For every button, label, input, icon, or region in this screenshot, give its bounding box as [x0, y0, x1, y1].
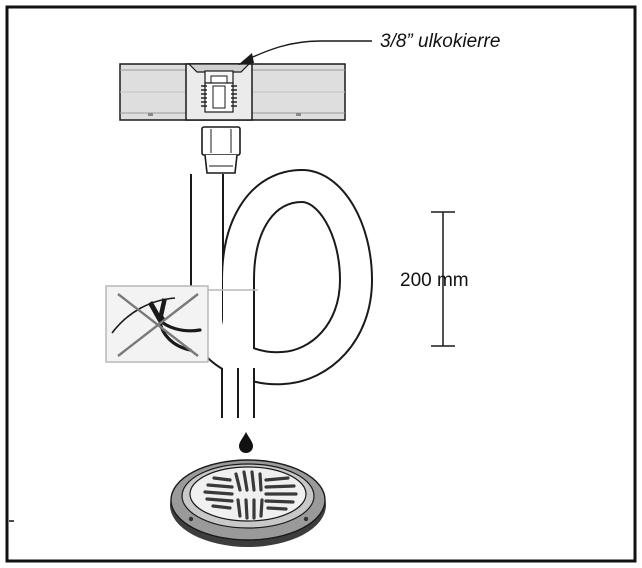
floor-drain-icon	[170, 459, 326, 547]
drain-hose	[190, 169, 373, 418]
water-drop-icon	[239, 432, 253, 453]
length-dimension	[431, 211, 455, 347]
thread-pointer-arrow	[238, 40, 372, 65]
hose-outlet	[237, 368, 255, 418]
no-cutting-icon	[105, 285, 258, 363]
hose-nut	[201, 126, 241, 174]
length-label: 200 mm	[400, 270, 469, 291]
cabinet-panel	[119, 63, 346, 121]
thread-label: 3/8” ulkokierre	[380, 31, 500, 52]
